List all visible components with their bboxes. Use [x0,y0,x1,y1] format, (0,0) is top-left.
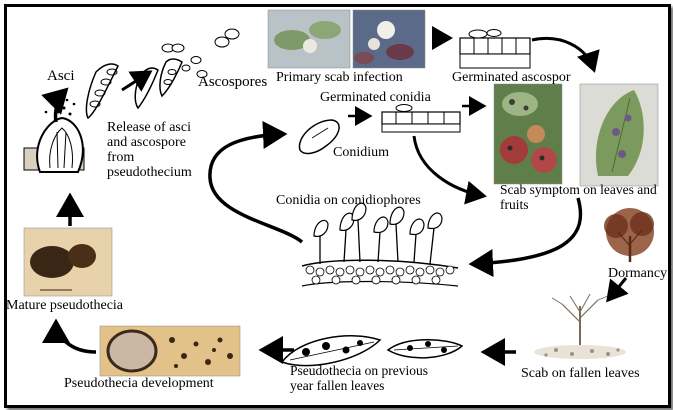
arrow-to-asci [41,87,69,123]
germinated-conidia-illustration [381,104,461,133]
ascospores-illustration [161,28,240,78]
mature-pseudothecia-photo [23,227,113,297]
arrow-asci-to-ascospores [121,70,153,92]
arrow-dormancy-to-fallen [606,277,629,303]
scab-symptom-photos [493,83,659,187]
arrow-development-to-mature [42,318,97,354]
pseudothecia-development-photos [99,325,241,377]
fallen-leaves-tree [534,293,626,359]
label-scab-symptom: Scab symptom on leaves and fruits [500,182,657,212]
label-ascospores: Ascospores [198,74,268,90]
arrow-to-symptoms [531,37,600,73]
pseudothecium-illustration [23,98,85,173]
label-germinated-conidia: Germinated conidia [320,90,431,105]
arrow-conidiophores-to-conidium [208,120,304,244]
cycle-arrows [41,26,629,366]
label-mature-pseudothecia: Mature pseudothecia [6,298,124,313]
label-pseudothecia-development: Pseudothecia development [64,376,214,391]
label-dormancy: Dormancy [608,266,668,281]
dormancy-tree [604,208,654,262]
label-release-asci: Release of asci and ascospore from pseud… [107,120,192,181]
conidiophores-illustration [301,202,459,287]
label-germinated-ascospore: Germinated ascospor [452,70,571,85]
label-scab-fallen-leaves: Scab on fallen leaves [521,366,640,381]
label-asci: Asci [47,68,75,84]
label-primary-scab-infection: Primary scab infection [276,70,403,85]
pseudothecia-leaf-illustrations [280,335,464,367]
label-conidium: Conidium [333,145,390,160]
primary-infection-photos [267,9,426,69]
conidium-illustration [298,119,340,155]
asci-illustration [85,58,183,120]
arrow-conidia-to-symptom [412,135,487,205]
label-pseudothecia-previous-year: Pseudothecia on previous year fallen lea… [290,363,428,393]
arrow-symptom-to-conidiophores [468,197,583,278]
label-conidia-on-conidiophores: Conidia on conidiophores [276,193,421,208]
germinated-ascospore-illustration [459,29,531,69]
